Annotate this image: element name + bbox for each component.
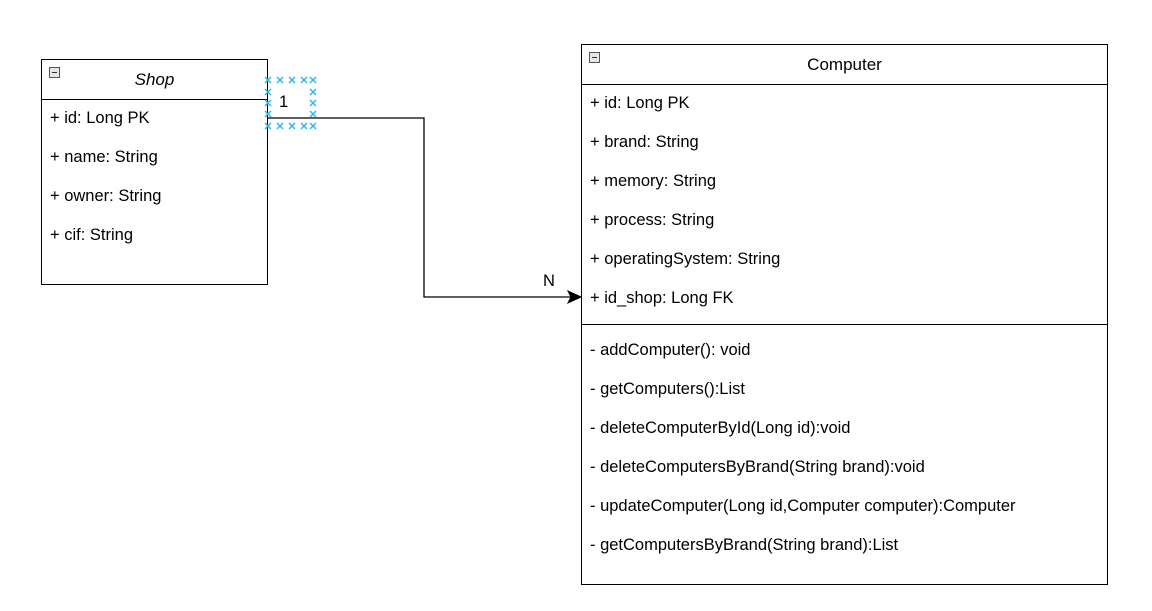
computer-method-delete-computers-by-brand[interactable]: - deleteComputersByBrand(String brand):v…: [590, 458, 925, 476]
selection-handles: [264, 76, 317, 130]
computer-attribute-id-shop[interactable]: + id_shop: Long FK: [590, 289, 734, 307]
target-multiplicity-label[interactable]: N: [543, 272, 555, 290]
selection-handle-icon[interactable]: [300, 122, 308, 130]
source-multiplicity-label[interactable]: 1: [279, 93, 289, 111]
selection-handle-icon[interactable]: [288, 122, 296, 130]
computer-attribute-id[interactable]: + id: Long PK: [590, 94, 690, 112]
computer-method-get-computers-by-brand[interactable]: - getComputersByBrand(String brand):List: [590, 536, 899, 554]
class-shop[interactable]: Shop + id: Long PK + name: String + owne…: [41, 59, 268, 285]
computer-attribute-brand[interactable]: + brand: String: [590, 133, 699, 151]
selection-handle-icon[interactable]: [309, 99, 317, 107]
computer-attribute-operating-system[interactable]: + operatingSystem: String: [590, 250, 781, 268]
computer-method-add-computer[interactable]: - addComputer(): void: [590, 341, 751, 359]
shop-attribute-name[interactable]: + name: String: [50, 148, 158, 166]
class-computer-title: Computer: [807, 55, 882, 74]
class-computer-header[interactable]: Computer: [582, 45, 1107, 85]
class-shop-title: Shop: [134, 70, 175, 89]
collapse-icon[interactable]: [589, 52, 600, 63]
computer-method-delete-computer-by-id[interactable]: - deleteComputerById(Long id):void: [590, 419, 851, 437]
selection-handle-icon[interactable]: [309, 122, 317, 130]
selection-handle-icon[interactable]: [309, 88, 317, 96]
selection-handle-icon[interactable]: [288, 76, 296, 84]
selection-handle-icon[interactable]: [309, 76, 317, 84]
shop-attribute-id[interactable]: + id: Long PK: [50, 109, 150, 127]
selection-handle-icon[interactable]: [276, 76, 284, 84]
selection-handle-icon[interactable]: [309, 110, 317, 118]
association-edge[interactable]: [268, 117, 571, 298]
computer-method-update-computer[interactable]: - updateComputer(Long id,Computer comput…: [590, 497, 1016, 515]
class-shop-header[interactable]: Shop: [42, 60, 267, 100]
computer-attribute-memory[interactable]: + memory: String: [590, 172, 717, 190]
arrowhead-icon: [566, 289, 583, 305]
class-computer[interactable]: Computer + id: Long PK + brand: String +…: [581, 44, 1108, 585]
collapse-icon[interactable]: [49, 67, 60, 78]
selection-handle-icon[interactable]: [300, 76, 308, 84]
computer-attribute-process[interactable]: + process: String: [590, 211, 715, 229]
shop-attribute-cif[interactable]: + cif: String: [50, 226, 133, 244]
computer-method-get-computers[interactable]: - getComputers():List: [590, 380, 745, 398]
selection-handle-icon[interactable]: [276, 122, 284, 130]
class-computer-divider: [582, 324, 1107, 325]
shop-attribute-owner[interactable]: + owner: String: [50, 187, 162, 205]
